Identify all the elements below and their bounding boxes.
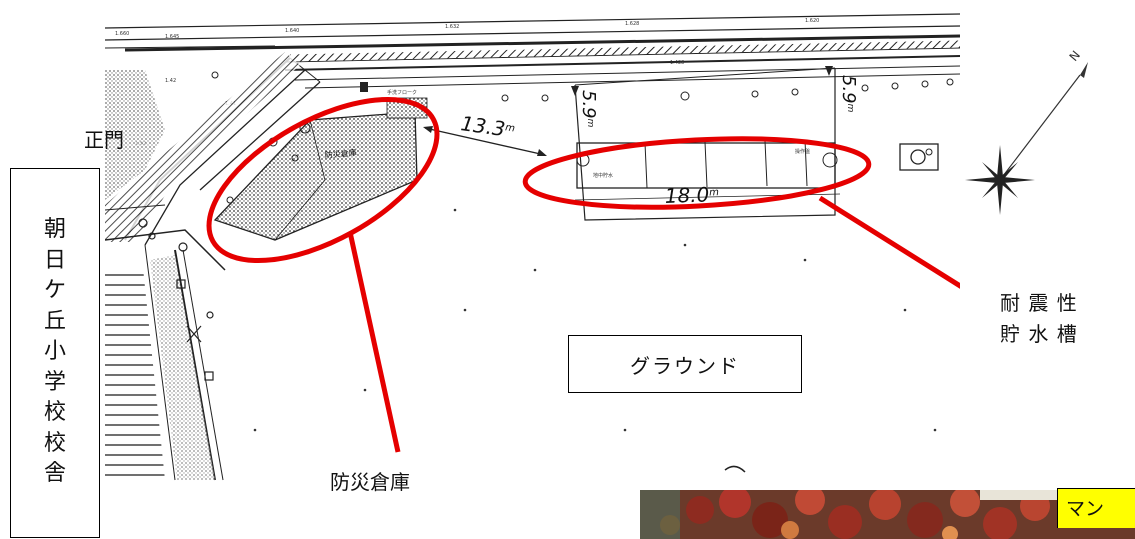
svg-text:1.42: 1.42: [165, 78, 176, 84]
school-building-char: 校: [43, 430, 66, 456]
svg-text:5.9m: 5.9m: [838, 75, 859, 113]
svg-text:操作盤: 操作盤: [795, 148, 810, 155]
school-building-char: 舎: [43, 461, 66, 486]
road-band: [105, 13, 960, 89]
depth-right-value: 5.9: [838, 75, 859, 104]
svg-text:1.660: 1.660: [115, 31, 129, 37]
north-arrow-icon: N: [958, 26, 1125, 232]
svg-text:1.645: 1.645: [165, 34, 179, 40]
svg-text:1.628: 1.628: [625, 21, 639, 27]
svg-text:1.428: 1.428: [670, 60, 684, 66]
tank-highlight: [522, 136, 872, 210]
school-building-char: 学: [43, 369, 66, 395]
highlight-markers: [206, 96, 960, 453]
svg-text:手洗フローク: 手洗フローク: [387, 89, 417, 96]
svg-text:N: N: [1067, 48, 1083, 64]
depth-left-value: 5.9: [578, 90, 599, 119]
tank-label-line2: 貯 水 槽: [1000, 322, 1078, 346]
school-building-label: 朝日ケ丘小学校校舎: [11, 215, 99, 490]
school-building-char: ケ: [43, 278, 66, 303]
storage-leader-line: [347, 231, 401, 453]
photo-tag: マン: [1057, 488, 1135, 528]
school-building-char: 丘: [43, 308, 66, 334]
school-building-box: 朝日ケ丘小学校校舎: [10, 168, 100, 538]
school-building-char: 校: [43, 400, 66, 425]
school-building-char: 小: [43, 339, 66, 364]
meter-symbol: [899, 143, 939, 171]
svg-text:5.9m: 5.9m: [578, 90, 599, 128]
svg-text:1.640: 1.640: [285, 28, 299, 34]
storage-label: 防災倉庫: [330, 470, 410, 494]
svg-text:1.632: 1.632: [445, 24, 459, 30]
school-building-char: 日: [43, 247, 66, 273]
ground-label: グラウンド: [568, 335, 802, 393]
svg-text:防災倉庫: 防災倉庫: [324, 147, 357, 160]
svg-text:地中貯水: 地中貯水: [593, 172, 613, 179]
school-building-char: 朝: [43, 217, 66, 242]
photo-thumbnail: [640, 490, 1135, 539]
svg-text:1.620: 1.620: [805, 18, 819, 24]
tank-label-line1: 耐 震 性: [1000, 291, 1078, 315]
tank-leader-line: [818, 195, 960, 289]
main-gate-label: 正門: [84, 128, 124, 152]
